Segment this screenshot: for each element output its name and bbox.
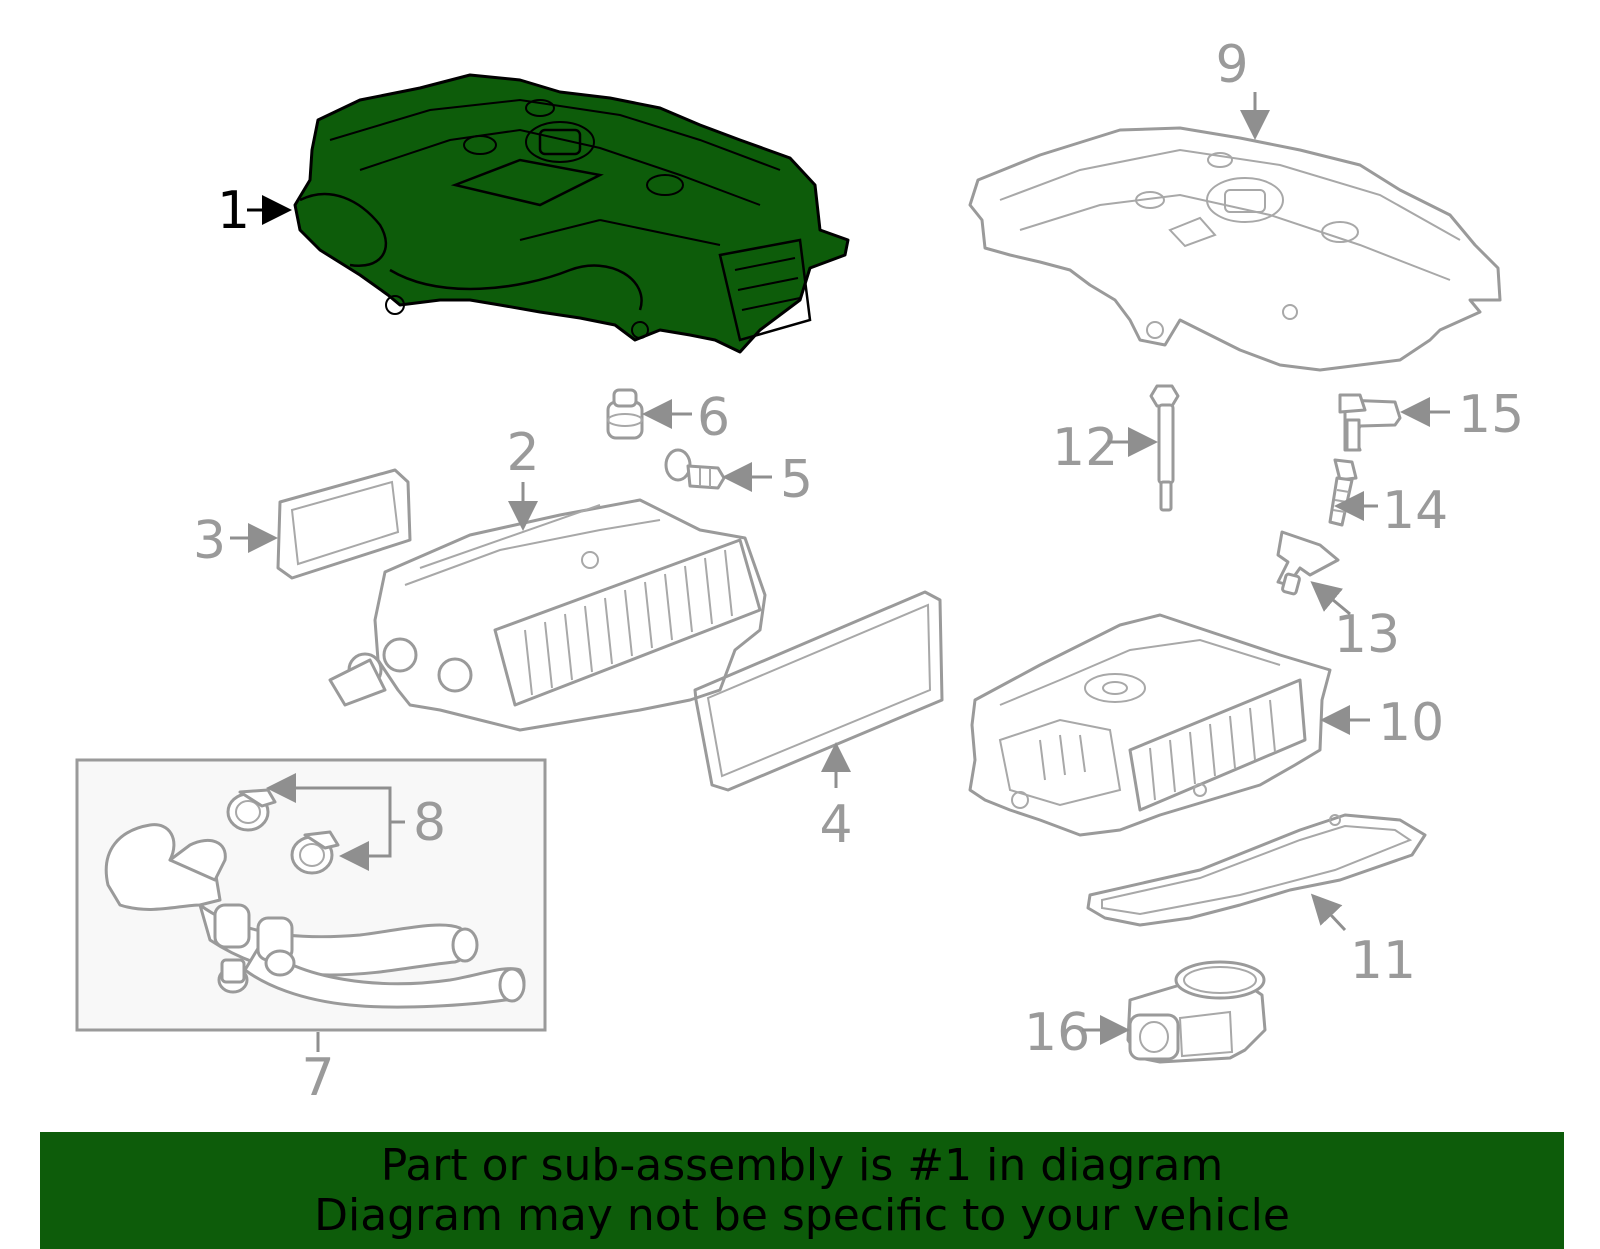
part-15-sensor[interactable] bbox=[1338, 393, 1402, 452]
callout-7: 7 bbox=[301, 1032, 335, 1108]
part-8-hose-clamps[interactable] bbox=[226, 788, 340, 875]
callout-4: 4 bbox=[819, 742, 853, 855]
svg-text:6: 6 bbox=[697, 388, 730, 448]
svg-text:9: 9 bbox=[1215, 35, 1248, 95]
callout-14: 14 bbox=[1334, 481, 1448, 541]
svg-text:16: 16 bbox=[1024, 1003, 1090, 1063]
svg-text:10: 10 bbox=[1378, 693, 1444, 753]
svg-text:13: 13 bbox=[1334, 605, 1400, 665]
part-2-intercooler[interactable] bbox=[328, 498, 767, 732]
callout-6: 6 bbox=[642, 388, 730, 448]
callout-5: 5 bbox=[722, 450, 813, 510]
callout-3: 3 bbox=[193, 511, 278, 571]
callout-9: 9 bbox=[1215, 35, 1270, 140]
callout-8: 8 bbox=[266, 773, 446, 871]
callout-11: 11 bbox=[1310, 893, 1416, 991]
callout-15: 15 bbox=[1400, 385, 1524, 445]
svg-text:4: 4 bbox=[819, 795, 852, 855]
svg-text:15: 15 bbox=[1458, 385, 1524, 445]
part-10-housing[interactable] bbox=[968, 613, 1332, 837]
svg-text:3: 3 bbox=[193, 511, 226, 571]
svg-text:1: 1 bbox=[217, 181, 250, 241]
part-9-engine-cover[interactable] bbox=[968, 126, 1502, 372]
callout-12: 12 bbox=[1052, 418, 1158, 478]
part-6-insulator[interactable] bbox=[606, 388, 644, 440]
banner-line-2: Diagram may not be specific to your vehi… bbox=[314, 1189, 1290, 1241]
part-3-gasket[interactable] bbox=[276, 468, 412, 580]
svg-text:11: 11 bbox=[1350, 931, 1416, 991]
svg-text:5: 5 bbox=[780, 450, 813, 510]
callout-10: 10 bbox=[1320, 693, 1444, 753]
svg-text:14: 14 bbox=[1382, 481, 1448, 541]
callout-2: 2 bbox=[506, 423, 540, 531]
info-banner: Part or sub-assembly is #1 in diagram Di… bbox=[40, 1132, 1564, 1249]
part-12-long-bolt[interactable] bbox=[1149, 384, 1180, 512]
svg-text:8: 8 bbox=[413, 793, 446, 853]
callout-13: 13 bbox=[1310, 581, 1400, 665]
part-5-bolt[interactable] bbox=[664, 448, 726, 490]
svg-text:2: 2 bbox=[506, 423, 539, 483]
svg-text:12: 12 bbox=[1052, 418, 1118, 478]
part-1-supercharger-assembly[interactable] bbox=[293, 73, 850, 354]
callout-1: 1 bbox=[217, 181, 292, 241]
part-7-hose-assembly-box[interactable] bbox=[75, 758, 547, 1032]
callout-16: 16 bbox=[1024, 1003, 1130, 1063]
part-14-bolt[interactable] bbox=[1328, 458, 1358, 527]
part-16-throttle-body[interactable] bbox=[1126, 960, 1267, 1064]
svg-text:7: 7 bbox=[301, 1048, 334, 1108]
banner-line-1: Part or sub-assembly is #1 in diagram bbox=[380, 1139, 1224, 1191]
part-13-sensor[interactable] bbox=[1276, 530, 1340, 596]
part-11-gasket[interactable] bbox=[1086, 813, 1427, 927]
